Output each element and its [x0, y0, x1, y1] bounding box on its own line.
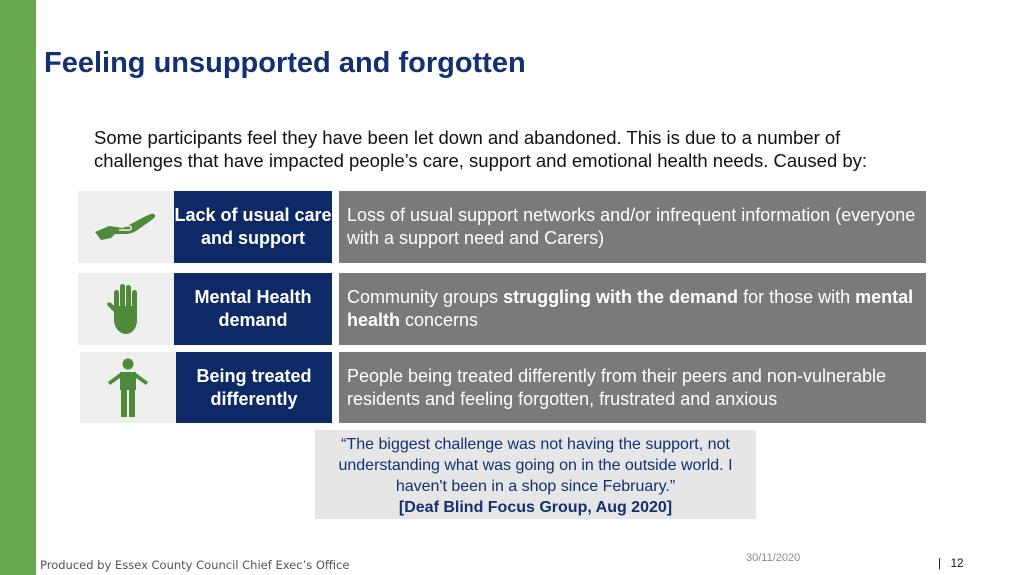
- row-2-description-text: Community groups struggling with the dem…: [347, 286, 926, 332]
- row-2-label: Mental Health demand: [174, 273, 332, 345]
- description-run: People being treated differently from th…: [347, 365, 887, 409]
- description-run: for those with: [738, 287, 856, 307]
- quote-text: “The biggest challenge was not having th…: [338, 436, 733, 495]
- intro-paragraph: Some participants feel they have been le…: [94, 127, 868, 171]
- helping-hand-icon: [95, 213, 156, 240]
- raised-hand-icon: [107, 284, 137, 334]
- row-1-description: Loss of usual support networks and/or in…: [339, 191, 926, 263]
- row-1-icon-panel: [78, 191, 174, 263]
- footer-date: 30/11/2020: [746, 552, 801, 564]
- quote-box: “The biggest challenge was not having th…: [315, 430, 756, 519]
- row-2-icon-panel: [78, 273, 174, 345]
- description-run: struggling with the demand: [503, 287, 739, 307]
- description-run: Community groups: [347, 287, 504, 307]
- side-accent-bar: [0, 0, 36, 575]
- row-2-description: Community groups struggling with the dem…: [339, 273, 926, 345]
- row-1-label: Lack of usual care and support: [174, 191, 332, 263]
- row-3-description: People being treated differently from th…: [339, 352, 926, 423]
- slide-title: Feeling unsupported and forgotten: [44, 47, 526, 79]
- row-1-description-text: Loss of usual support networks and/or in…: [347, 204, 926, 250]
- row-3-icon-panel: [80, 352, 176, 423]
- row-3-label: Being treated differently: [176, 352, 332, 423]
- row-3-description-text: People being treated differently from th…: [347, 365, 926, 411]
- quote-source: [Deaf Blind Focus Group, Aug 2020]: [398, 499, 673, 516]
- footer-page: | 12: [938, 558, 963, 570]
- footer-separator: |: [938, 558, 941, 570]
- page-number: 12: [950, 558, 964, 570]
- footer-producer: Produced by Essex County Council Chief E…: [40, 558, 350, 572]
- description-run: concerns: [400, 310, 479, 330]
- person-icon: [108, 358, 148, 417]
- description-run: mental health: [347, 287, 914, 330]
- description-run: Loss of usual support networks and/or in…: [347, 205, 916, 248]
